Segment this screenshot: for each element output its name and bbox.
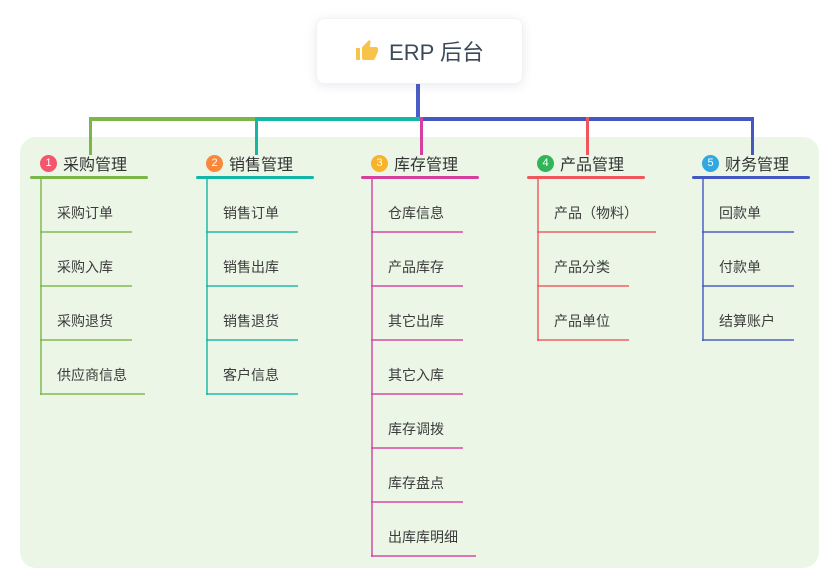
branch-number-badge: 2	[206, 154, 223, 172]
connector-branch-drop	[586, 117, 589, 155]
branch-column-1: 1 采购管理 采购订单采购入库采购退货供应商信息	[30, 150, 148, 395]
branch-underline	[692, 176, 810, 179]
branch-children-line	[206, 179, 208, 395]
child-node[interactable]: 销售退货	[206, 287, 298, 341]
branch-underline	[196, 176, 314, 179]
connector-branch-drop	[255, 117, 258, 155]
child-node[interactable]: 库存调拨	[371, 395, 463, 449]
branch-title: 库存管理	[394, 157, 459, 174]
branch-underline	[30, 176, 148, 179]
child-node[interactable]: 其它出库	[371, 287, 463, 341]
connector-root-drop	[416, 84, 420, 121]
branch-column-5: 5 财务管理 回款单付款单结算账户	[692, 150, 810, 341]
child-node[interactable]: 其它入库	[371, 341, 463, 395]
branch-number-badge: 3	[371, 154, 388, 172]
child-node[interactable]: 销售出库	[206, 233, 298, 287]
child-node[interactable]: 结算账户	[702, 287, 794, 341]
branch-header[interactable]: 5 财务管理	[692, 150, 810, 176]
connector-horizontal	[255, 117, 423, 121]
branch-children-line	[537, 179, 539, 341]
child-node[interactable]: 付款单	[702, 233, 794, 287]
branch-children: 产品（物料）产品分类产品单位	[537, 179, 656, 341]
child-node[interactable]: 采购入库	[40, 233, 132, 287]
branch-column-3: 3 库存管理 仓库信息产品库存其它出库其它入库库存调拨库存盘点出库库明细	[361, 150, 479, 557]
root-node-label: ERP 后台	[389, 40, 484, 65]
branch-children-line	[371, 179, 373, 557]
child-node[interactable]: 产品单位	[537, 287, 629, 341]
connector-branch-drop	[420, 117, 423, 155]
child-node[interactable]: 回款单	[702, 179, 794, 233]
child-node[interactable]: 供应商信息	[40, 341, 145, 395]
connector-branch-drop	[89, 117, 92, 155]
branch-children: 回款单付款单结算账户	[702, 179, 810, 341]
branch-children: 采购订单采购入库采购退货供应商信息	[40, 179, 148, 395]
branch-children: 销售订单销售出库销售退货客户信息	[206, 179, 314, 395]
branch-number-badge: 5	[702, 154, 719, 172]
child-node[interactable]: 产品库存	[371, 233, 463, 287]
branch-children-line	[702, 179, 704, 341]
thumbs-up-icon	[355, 39, 379, 63]
branch-underline	[527, 176, 645, 179]
branch-number-badge: 4	[537, 154, 554, 172]
child-node[interactable]: 销售订单	[206, 179, 298, 233]
branch-column-2: 2 销售管理 销售订单销售出库销售退货客户信息	[196, 150, 314, 395]
child-node[interactable]: 产品（物料）	[537, 179, 656, 233]
branch-children: 仓库信息产品库存其它出库其它入库库存调拨库存盘点出库库明细	[371, 179, 479, 557]
child-node[interactable]: 采购退货	[40, 287, 132, 341]
branch-header[interactable]: 1 采购管理	[30, 150, 148, 176]
child-node[interactable]: 仓库信息	[371, 179, 463, 233]
branch-children-line	[40, 179, 42, 395]
branch-number-badge: 1	[40, 154, 57, 172]
child-node[interactable]: 客户信息	[206, 341, 298, 395]
child-node[interactable]: 出库库明细	[371, 503, 476, 557]
branch-title: 采购管理	[63, 157, 128, 174]
branch-header[interactable]: 3 库存管理	[361, 150, 479, 176]
child-node[interactable]: 产品分类	[537, 233, 629, 287]
branches-background-panel	[20, 137, 819, 568]
branch-underline	[361, 176, 479, 179]
child-node[interactable]: 库存盘点	[371, 449, 463, 503]
root-node-erp[interactable]: ERP 后台	[316, 18, 523, 84]
branch-title: 销售管理	[229, 157, 294, 174]
connector-branch-drop	[751, 117, 754, 155]
branch-title: 产品管理	[560, 157, 625, 174]
branch-column-4: 4 产品管理 产品（物料）产品分类产品单位	[527, 150, 656, 341]
branch-title: 财务管理	[725, 157, 790, 174]
connector-horizontal	[89, 117, 258, 121]
branch-header[interactable]: 2 销售管理	[196, 150, 314, 176]
child-node[interactable]: 采购订单	[40, 179, 132, 233]
branch-header[interactable]: 4 产品管理	[527, 150, 645, 176]
